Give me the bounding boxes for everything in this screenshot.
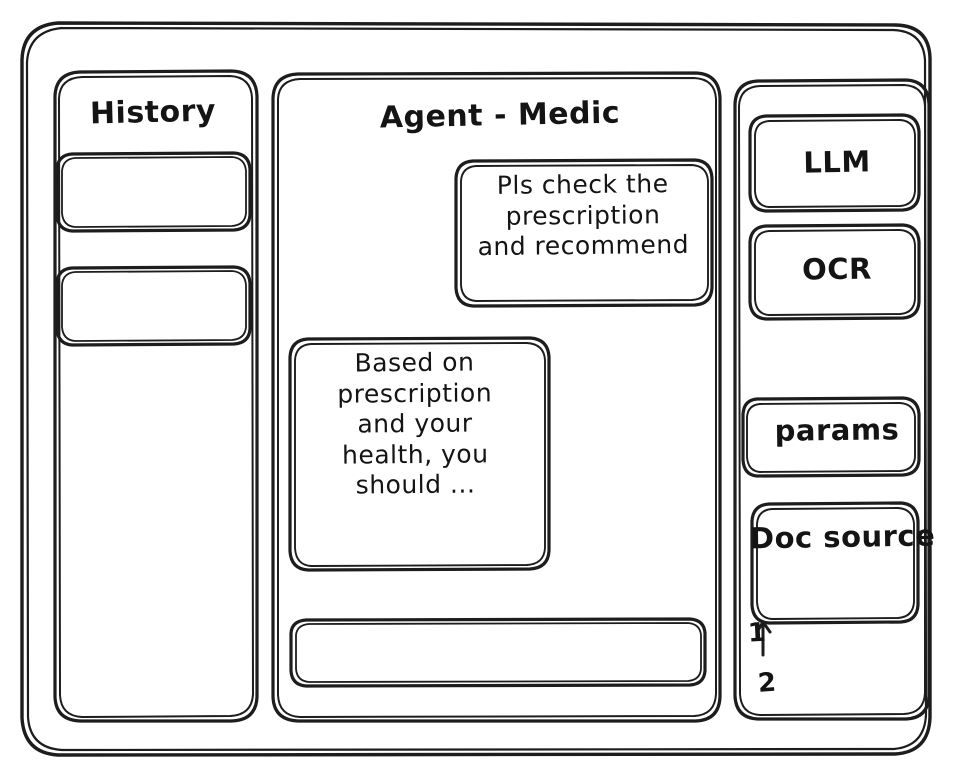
source-list-item-1[interactable] [745,614,805,652]
history-item-1[interactable] [57,153,250,231]
assistant-message-bubble [290,338,549,570]
history-panel-strokes [53,69,259,723]
history-item-2-strokes [55,265,252,347]
source-list-item-2[interactable] [755,664,815,702]
assistant-bubble-strokes [288,336,551,572]
history-item-1-strokes [55,151,252,233]
tools-panel-strokes [733,78,931,721]
user-bubble-strokes [454,158,714,308]
tool-ocr-button[interactable] [750,225,919,319]
tool-doc-source-button[interactable] [752,503,918,623]
main-panel-strokes [271,71,722,723]
tool-ocr-strokes [748,223,921,321]
window-frame-strokes [20,21,932,757]
source-list-connector [755,620,772,657]
user-message-bubble [456,160,712,306]
tool-params-strokes [741,396,921,478]
tool-llm-button[interactable] [750,115,919,211]
tool-params-button[interactable] [743,398,919,476]
tool-docsource-strokes [750,501,920,625]
composer-strokes [289,617,707,688]
message-input[interactable] [291,619,705,686]
history-item-2[interactable] [57,267,250,345]
tool-llm-strokes [748,113,921,213]
